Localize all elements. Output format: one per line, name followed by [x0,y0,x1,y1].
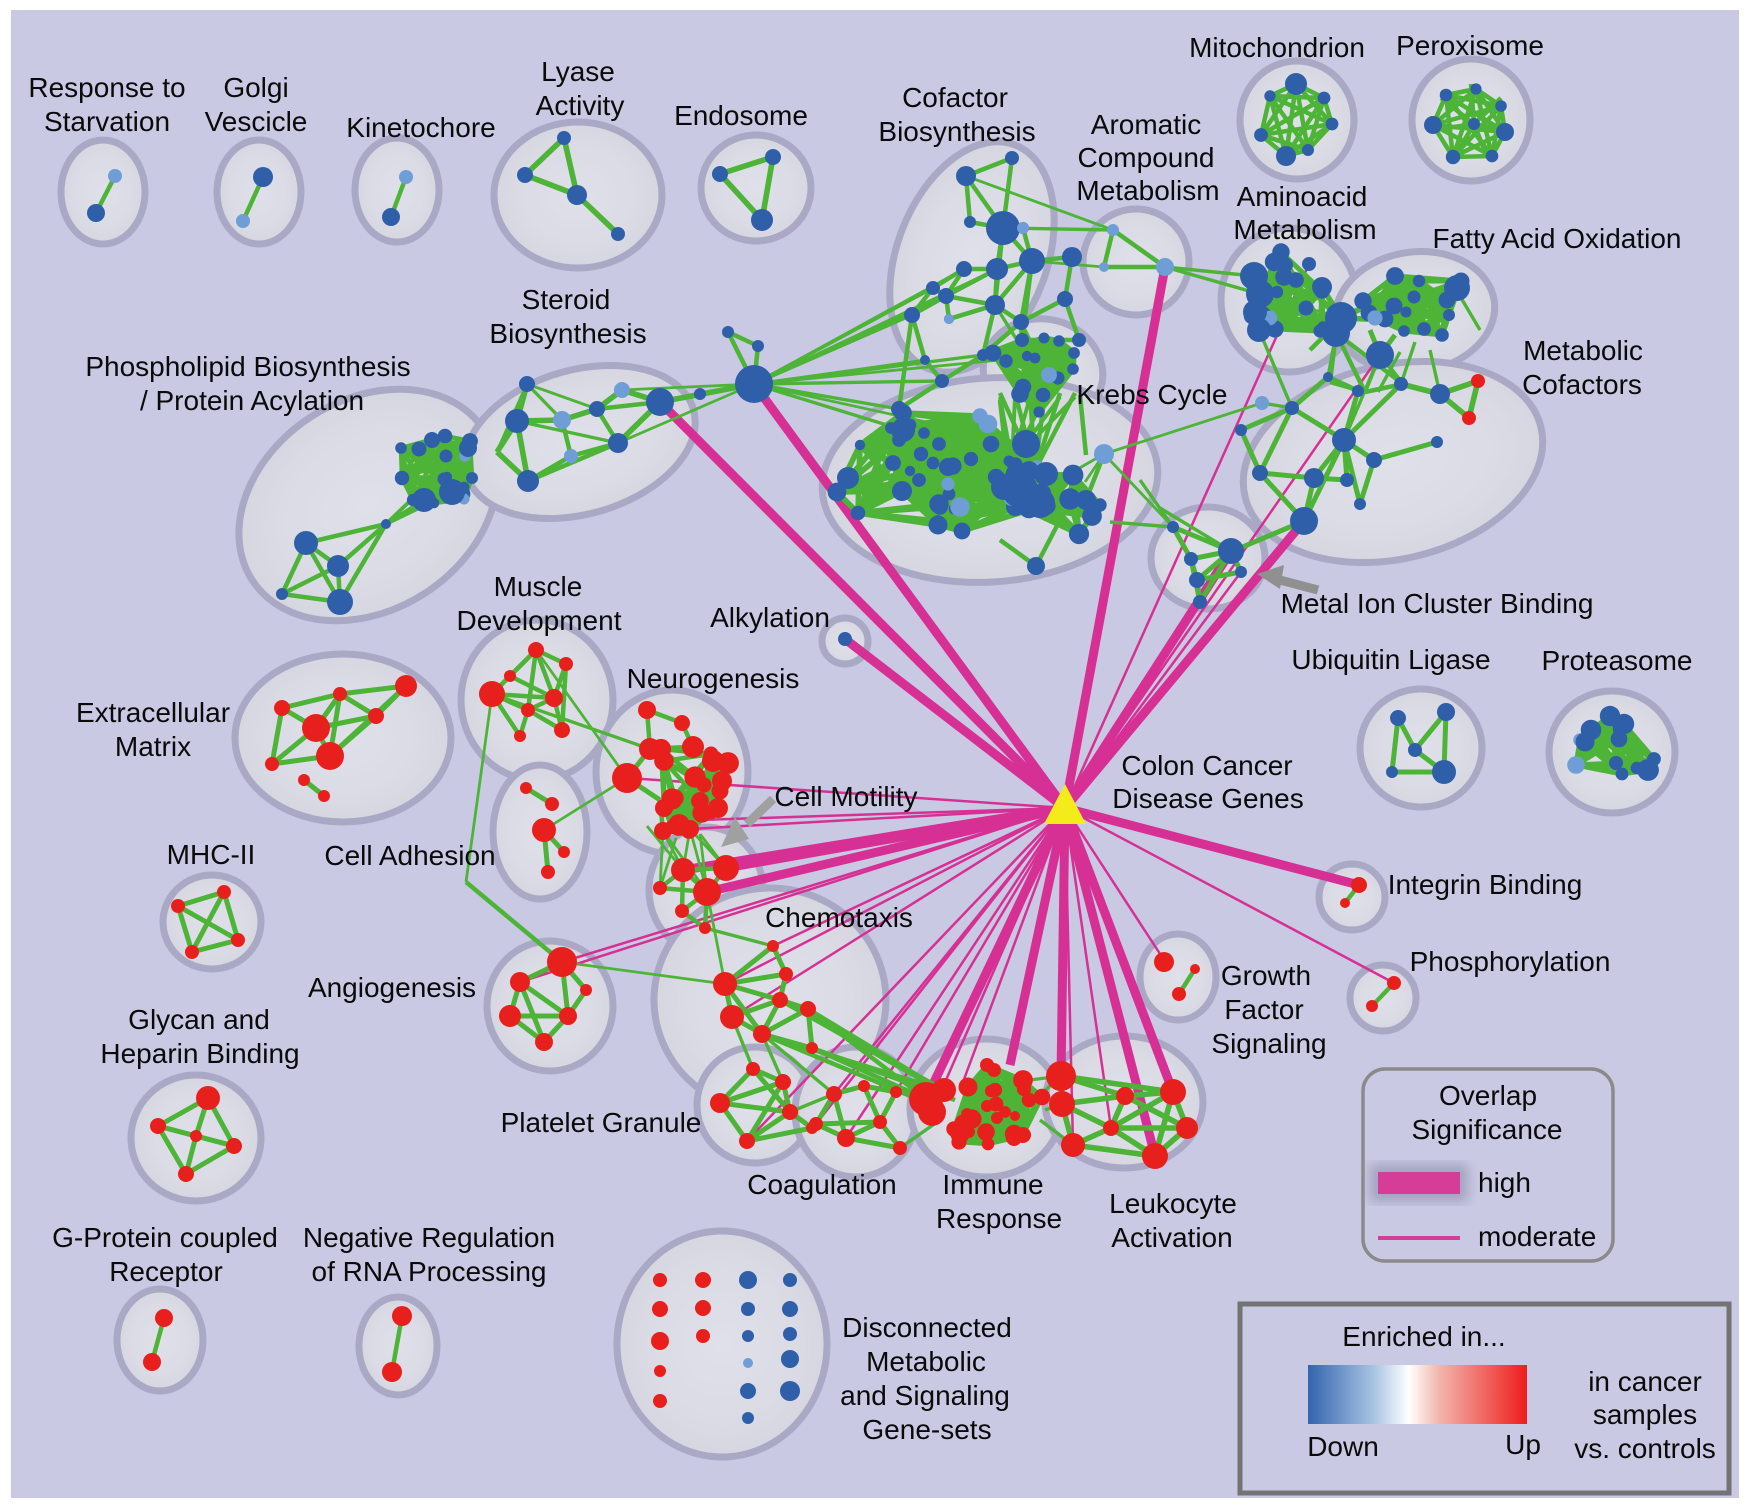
svg-text:Aromatic: Aromatic [1091,109,1201,140]
svg-text:Peroxisome: Peroxisome [1396,30,1544,61]
svg-text:Phospholipid Biosynthesis: Phospholipid Biosynthesis [85,351,410,382]
svg-text:Enriched in...: Enriched in... [1342,1321,1505,1352]
svg-text:Growth: Growth [1221,960,1311,991]
svg-text:Vescicle: Vescicle [205,106,308,137]
svg-text:Cell Motility: Cell Motility [774,781,917,812]
svg-text:Compound: Compound [1078,142,1215,173]
svg-text:Glycan and: Glycan and [128,1004,270,1035]
svg-text:/ Protein Acylation: / Protein Acylation [140,385,364,416]
svg-text:Metabolic: Metabolic [1523,335,1643,366]
svg-text:Mitochondrion: Mitochondrion [1189,32,1365,63]
svg-text:moderate: moderate [1478,1221,1596,1252]
svg-text:Development: Development [457,605,622,636]
svg-text:Extracellular: Extracellular [76,697,230,728]
svg-text:Response: Response [936,1203,1062,1234]
svg-text:Gene-sets: Gene-sets [862,1414,991,1445]
svg-text:Cofactor: Cofactor [902,82,1008,113]
svg-text:Biosynthesis: Biosynthesis [489,318,646,349]
svg-text:Biosynthesis: Biosynthesis [878,116,1035,147]
svg-text:Angiogenesis: Angiogenesis [308,972,476,1003]
svg-text:Factor: Factor [1224,994,1303,1025]
svg-text:Platelet Granule: Platelet Granule [501,1107,702,1138]
svg-text:Metabolism: Metabolism [1076,175,1219,206]
svg-text:Muscle: Muscle [494,571,583,602]
svg-text:Leukocyte: Leukocyte [1109,1188,1237,1219]
svg-text:Integrin Binding: Integrin Binding [1388,869,1583,900]
svg-text:Heparin Binding: Heparin Binding [100,1038,299,1069]
svg-text:of RNA Processing: of RNA Processing [312,1256,547,1287]
svg-text:Colon Cancer: Colon Cancer [1121,750,1292,781]
svg-text:MHC-II: MHC-II [167,839,256,870]
svg-text:Metal Ion Cluster Binding: Metal Ion Cluster Binding [1281,588,1594,619]
svg-text:Metabolic: Metabolic [866,1346,986,1377]
svg-text:Alkylation: Alkylation [710,602,830,633]
svg-text:Response to: Response to [28,72,185,103]
svg-text:Receptor: Receptor [109,1256,223,1287]
svg-text:in cancer: in cancer [1588,1366,1702,1397]
svg-text:Chemotaxis: Chemotaxis [765,902,913,933]
svg-text:Proteasome: Proteasome [1542,645,1693,676]
svg-text:Overlap: Overlap [1439,1080,1537,1111]
svg-text:Krebs Cycle: Krebs Cycle [1077,379,1228,410]
svg-text:Immune: Immune [942,1169,1043,1200]
svg-text:Coagulation: Coagulation [747,1169,896,1200]
svg-text:Cofactors: Cofactors [1522,369,1642,400]
svg-text:Ubiquitin Ligase: Ubiquitin Ligase [1291,644,1490,675]
svg-text:Steroid: Steroid [522,284,611,315]
svg-text:Up: Up [1505,1429,1541,1460]
svg-text:samples: samples [1593,1399,1697,1430]
svg-text:Significance: Significance [1412,1114,1563,1145]
svg-text:Cell Adhesion: Cell Adhesion [324,840,495,871]
svg-text:Activation: Activation [1111,1222,1232,1253]
svg-text:Negative Regulation: Negative Regulation [303,1222,555,1253]
svg-text:Activity: Activity [536,90,625,121]
svg-text:Phosphorylation: Phosphorylation [1410,946,1611,977]
svg-text:vs. controls: vs. controls [1574,1433,1716,1464]
svg-text:Disease Genes: Disease Genes [1112,783,1303,814]
svg-text:Fatty Acid Oxidation: Fatty Acid Oxidation [1432,223,1681,254]
svg-text:Neurogenesis: Neurogenesis [627,663,800,694]
svg-text:Signaling: Signaling [1211,1028,1326,1059]
svg-text:Aminoacid: Aminoacid [1237,181,1368,212]
svg-text:Starvation: Starvation [44,106,170,137]
svg-text:Lyase: Lyase [541,56,615,87]
svg-text:Golgi: Golgi [223,72,288,103]
svg-text:Disconnected: Disconnected [842,1312,1012,1343]
svg-text:and Signaling: and Signaling [840,1380,1010,1411]
svg-text:Kinetochore: Kinetochore [346,112,495,143]
svg-text:Down: Down [1307,1431,1379,1462]
svg-text:G-Protein coupled: G-Protein coupled [52,1222,278,1253]
svg-text:Matrix: Matrix [115,731,191,762]
svg-text:high: high [1478,1167,1531,1198]
svg-text:Metabolism: Metabolism [1233,214,1376,245]
svg-text:Endosome: Endosome [674,100,808,131]
